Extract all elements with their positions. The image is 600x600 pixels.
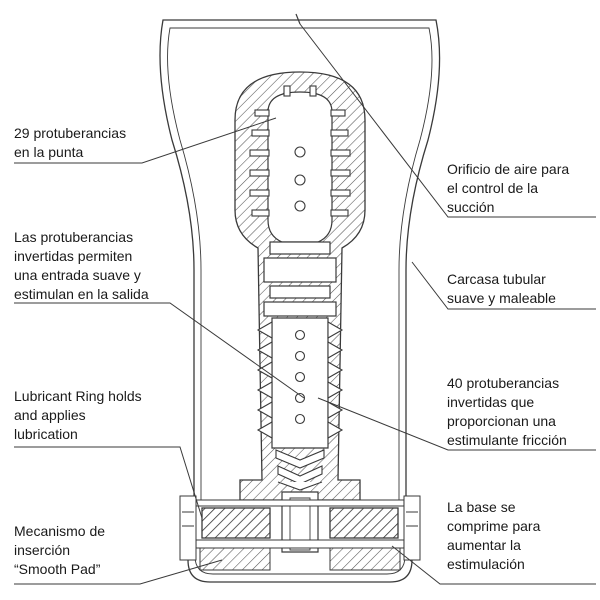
label-smooth-pad: Mecanismo de inserción “Smooth Pad”	[14, 523, 106, 577]
tip-cavity	[249, 85, 351, 243]
label-tip-ribs: 29 protuberancias en la punta	[14, 125, 127, 160]
label-shell: Carcasa tubular suave y maleable	[447, 271, 556, 306]
label-forty-ribs: 40 protuberancias invertidas que proporc…	[447, 375, 567, 448]
base-assembly	[179, 491, 421, 571]
label-lubricant-ring: Lubricant Ring holds and applies lubrica…	[14, 388, 142, 442]
leader-lines	[14, 23, 596, 585]
outer-shell	[159, 19, 441, 583]
entry-chevrons	[275, 449, 325, 491]
inverted-ribs-chamber	[256, 317, 344, 449]
neck-rings	[263, 241, 337, 317]
label-air-hole: Orificio de aire para el control de la s…	[447, 161, 570, 215]
label-inverted-ribs: Las protuberancias invertidas permiten u…	[14, 229, 149, 302]
air-hole-channel	[295, 13, 301, 25]
label-base: La base se comprime para aumentar la est…	[447, 499, 541, 572]
